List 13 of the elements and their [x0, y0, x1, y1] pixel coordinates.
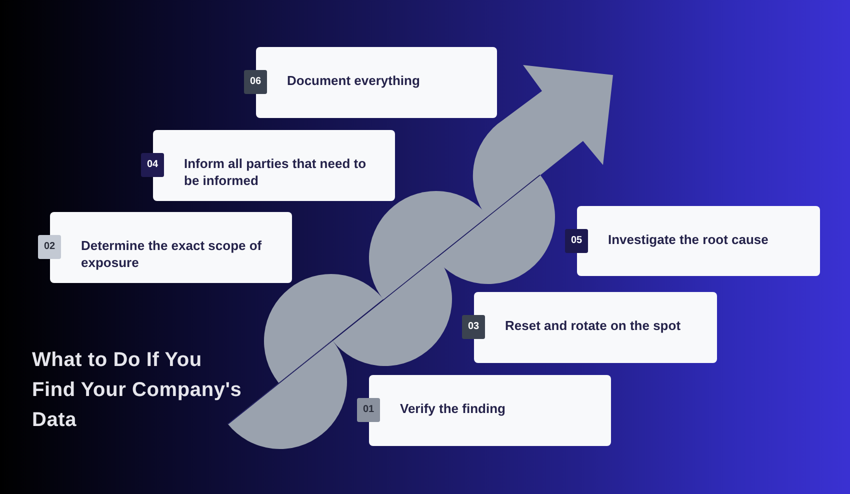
step-text: Determine the exact scope of exposure — [81, 237, 263, 271]
step-text: Inform all parties that need to be informed — [184, 155, 368, 189]
title: What to Do If You Find Your Company's Data — [32, 348, 243, 433]
step-number: 05 — [565, 229, 588, 253]
step-number: 06 — [244, 70, 267, 94]
step-text: Verify the finding — [400, 400, 506, 417]
step-text: Document everything — [287, 72, 421, 89]
step-text: Investigate the root cause — [608, 231, 770, 248]
step-text: Reset and rotate on the spot — [505, 317, 682, 334]
step-number: 02 — [38, 235, 61, 259]
step-number: 01 — [357, 398, 380, 422]
step-number: 04 — [141, 153, 164, 177]
step-number: 03 — [462, 315, 485, 339]
